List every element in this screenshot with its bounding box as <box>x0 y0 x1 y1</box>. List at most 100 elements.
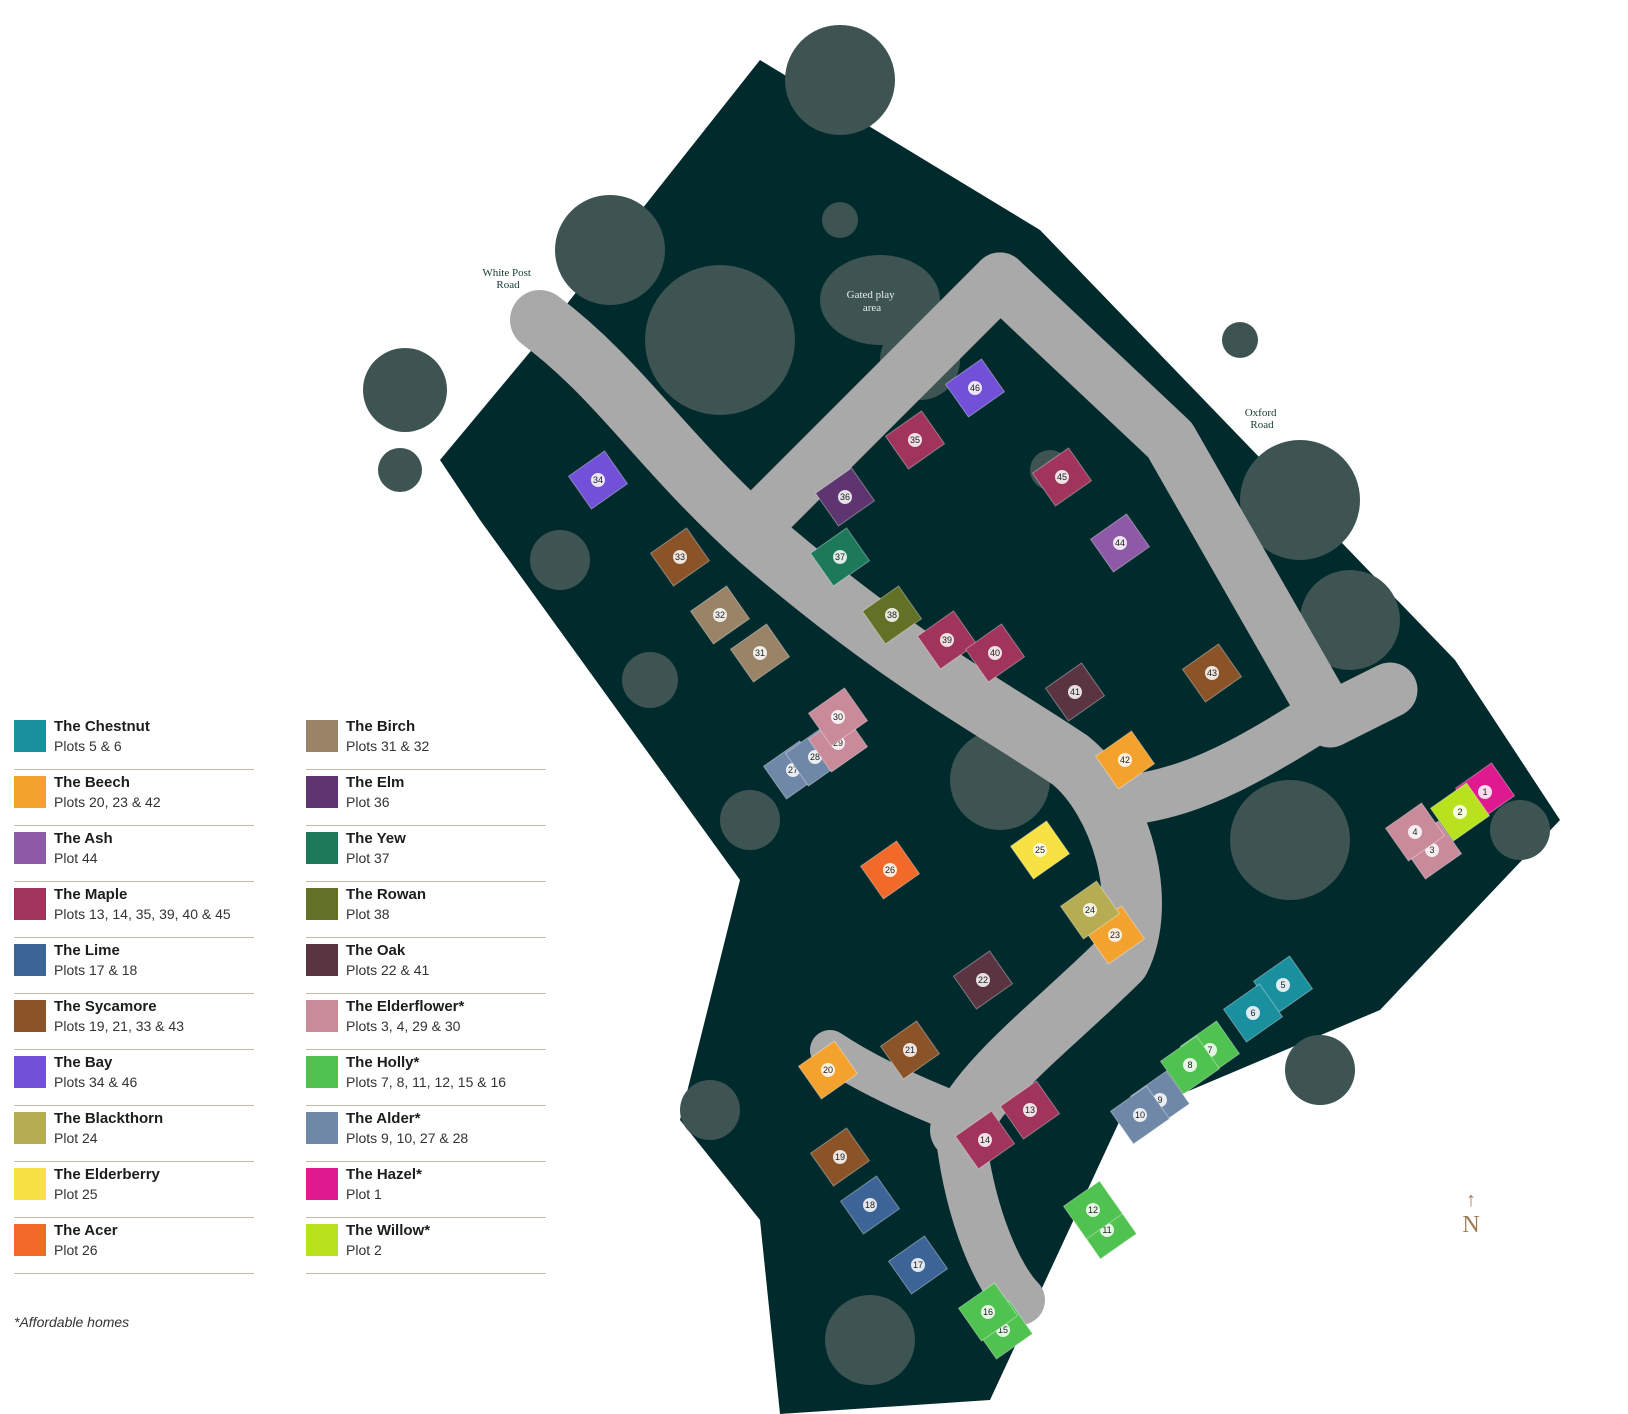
plot-39[interactable]: 39 <box>916 610 978 670</box>
plot-number: 19 <box>835 1152 845 1162</box>
plot-number-badge <box>753 646 767 660</box>
plot-31[interactable]: 31 <box>729 623 791 683</box>
plot-30[interactable]: 30 <box>807 687 869 747</box>
legend-house-name: The Yew <box>346 830 406 847</box>
tree-canopies <box>363 25 1550 1385</box>
plot-number-badge <box>903 1043 917 1057</box>
legend-plot-list: Plot 36 <box>346 794 390 810</box>
plot-number-badge <box>1478 785 1492 799</box>
legend-plot-list: Plots 19, 21, 33 & 43 <box>54 1018 184 1034</box>
legend-house-name: The Oak <box>346 942 406 959</box>
plot-17[interactable]: 17 <box>887 1235 949 1295</box>
legend-house-name: The Rowan <box>346 886 427 903</box>
plot-number-badge <box>1408 825 1422 839</box>
plot-number-badge <box>1033 843 1047 857</box>
plot-18[interactable]: 18 <box>839 1175 901 1235</box>
plot-number-badge <box>988 646 1002 660</box>
plot-number-badge <box>883 863 897 877</box>
plot-number-badge <box>833 550 847 564</box>
plot-37[interactable]: 37 <box>809 527 871 587</box>
plot-42[interactable]: 42 <box>1094 730 1156 790</box>
plot-33[interactable]: 33 <box>649 527 711 587</box>
legend-plot-list: Plots 5 & 6 <box>54 738 122 754</box>
plot-number: 17 <box>913 1260 923 1270</box>
plot-21[interactable]: 21 <box>879 1020 941 1080</box>
plot-number-badge <box>831 710 845 724</box>
legend-plot-list: Plots 9, 10, 27 & 28 <box>346 1130 469 1146</box>
plot-12[interactable]: 12 <box>1062 1180 1124 1240</box>
plot-34[interactable]: 34 <box>567 450 629 510</box>
plot-number-badge <box>863 1198 877 1212</box>
plot-43[interactable]: 43 <box>1181 643 1243 703</box>
legend-house-name: The Elderberry <box>54 1166 160 1183</box>
plot-14[interactable]: 14 <box>954 1110 1016 1170</box>
plot-number: 13 <box>1025 1105 1035 1115</box>
plot-number: 24 <box>1085 905 1095 915</box>
plot-19[interactable]: 19 <box>809 1127 871 1187</box>
plot-8[interactable]: 8 <box>1159 1035 1221 1095</box>
plot-number-badge <box>1276 978 1290 992</box>
plot-24[interactable]: 24 <box>1059 880 1121 940</box>
oxford-road-label: Oxford Road <box>1245 407 1280 431</box>
plot-4[interactable]: 4 <box>1384 802 1446 862</box>
plot-number: 4 <box>1412 827 1417 837</box>
legend-item: The Hazel*Plot 1 <box>306 1162 546 1218</box>
plot-13[interactable]: 13 <box>999 1080 1061 1140</box>
legend-house-name: The Lime <box>54 942 120 959</box>
plot-38[interactable]: 38 <box>861 585 923 645</box>
plot-36[interactable]: 36 <box>814 467 876 527</box>
north-letter: N <box>1462 1212 1480 1238</box>
plot-2[interactable]: 2 <box>1429 782 1491 842</box>
plot-number-badge <box>1205 666 1219 680</box>
plot-number: 38 <box>887 610 897 620</box>
plot-number-badge <box>1453 805 1467 819</box>
plot-number: 5 <box>1280 980 1285 990</box>
plot-number: 28 <box>810 752 820 762</box>
plot-35[interactable]: 35 <box>884 410 946 470</box>
plot-number: 36 <box>840 492 850 502</box>
legend-house-name: The Maple <box>54 886 128 903</box>
plot-22[interactable]: 22 <box>952 950 1014 1010</box>
plot-number-badge <box>1055 470 1069 484</box>
plot-26[interactable]: 26 <box>859 840 921 900</box>
plot-number-badge <box>1246 1006 1260 1020</box>
plot-10[interactable]: 10 <box>1109 1085 1171 1145</box>
legend-plot-list: Plot 37 <box>346 850 390 866</box>
plot-number-badge <box>1086 1203 1100 1217</box>
plot-41[interactable]: 41 <box>1044 662 1106 722</box>
plot-number: 25 <box>1035 845 1045 855</box>
plot-23[interactable]: 23 <box>1084 905 1146 965</box>
plot-45[interactable]: 45 <box>1031 447 1093 507</box>
legend-plot-list: Plots 7, 8, 11, 12, 15 & 16 <box>346 1074 507 1090</box>
legend-swatch <box>14 1056 46 1088</box>
plot-number: 32 <box>715 610 725 620</box>
plot-6[interactable]: 6 <box>1222 983 1284 1043</box>
legend-swatch <box>306 1112 338 1144</box>
legend-plot-list: Plot 26 <box>54 1242 98 1258</box>
plot-40[interactable]: 40 <box>964 623 1026 683</box>
legend-swatch <box>306 1000 338 1032</box>
plot-number: 2 <box>1457 807 1462 817</box>
plot-number: 11 <box>1102 1225 1111 1235</box>
plot-25[interactable]: 25 <box>1009 820 1071 880</box>
legend-plot-list: Plots 20, 23 & 42 <box>54 794 161 810</box>
legend-house-name: The Blackthorn <box>54 1110 164 1127</box>
plot-46[interactable]: 46 <box>944 358 1006 418</box>
plot-number-badge <box>908 433 922 447</box>
plot-number: 10 <box>1135 1110 1145 1120</box>
plot-44[interactable]: 44 <box>1089 513 1151 573</box>
plot-3[interactable]: 3 <box>1401 820 1463 880</box>
plot-20[interactable]: 20 <box>797 1040 859 1100</box>
plot-32[interactable]: 32 <box>689 585 751 645</box>
legend-plot-list: Plot 38 <box>346 906 390 922</box>
plot-number: 23 <box>1110 930 1120 940</box>
plot-number: 21 <box>905 1045 915 1055</box>
plot-16[interactable]: 16 <box>957 1282 1019 1342</box>
plot-number: 20 <box>823 1065 833 1075</box>
